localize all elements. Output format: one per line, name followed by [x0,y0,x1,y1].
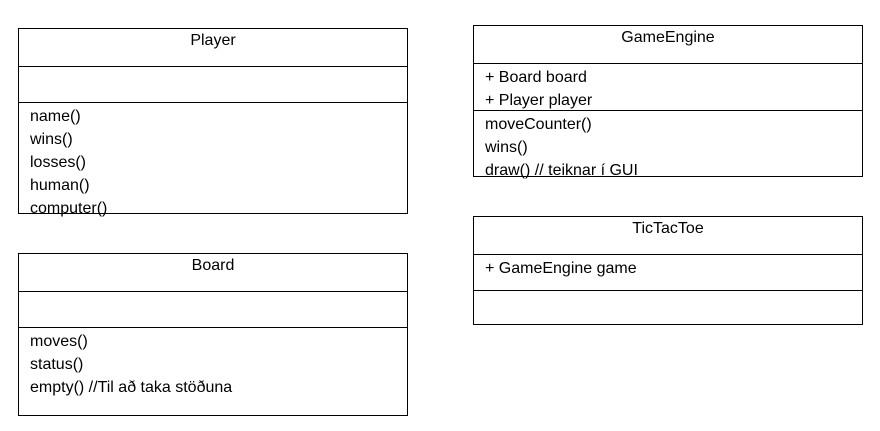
class-board-methods: moves() status() empty() //Til að taka s… [19,327,407,417]
class-tictactoe: TicTacToe + GameEngine game [473,216,863,325]
method-empty: empty() //Til að taka stöðuna [30,379,233,396]
class-player-methods: name() wins() losses() human() computer(… [19,102,407,217]
class-player-attributes [19,66,407,102]
class-gameengine-name: GameEngine [621,29,715,46]
method-movecounter: moveCounter() [485,116,592,133]
method-computer: computer() [30,200,108,217]
method-moves: moves() [30,333,88,350]
class-board-name: Board [191,257,235,274]
method-wins: wins() [485,139,528,156]
method-wins: wins() [30,131,73,148]
method-name: name() [30,108,81,125]
class-tictactoe-name: TicTacToe [632,220,704,237]
class-board: Board moves() status() empty() //Til að … [18,253,408,416]
class-board-attributes [19,291,407,327]
class-player: Player name() wins() losses() human() co… [18,28,408,217]
class-tictactoe-methods [474,290,862,326]
method-status: status() [30,356,84,373]
method-draw: draw() // teiknar í GUI [485,162,638,179]
class-gameengine: GameEngine + Board board + Player player… [473,25,863,179]
method-human: human() [30,177,90,194]
class-tictactoe-attributes: + GameEngine game [474,254,862,290]
class-gameengine-methods: moveCounter() wins() draw() // teiknar í… [474,110,862,179]
attribute-game: + GameEngine game [485,260,637,277]
attribute-player: + Player player [485,92,593,109]
attribute-board: + Board board [485,69,587,86]
method-losses: losses() [30,154,87,171]
class-gameengine-attributes: + Board board + Player player [474,63,862,110]
class-player-name: Player [190,32,236,49]
